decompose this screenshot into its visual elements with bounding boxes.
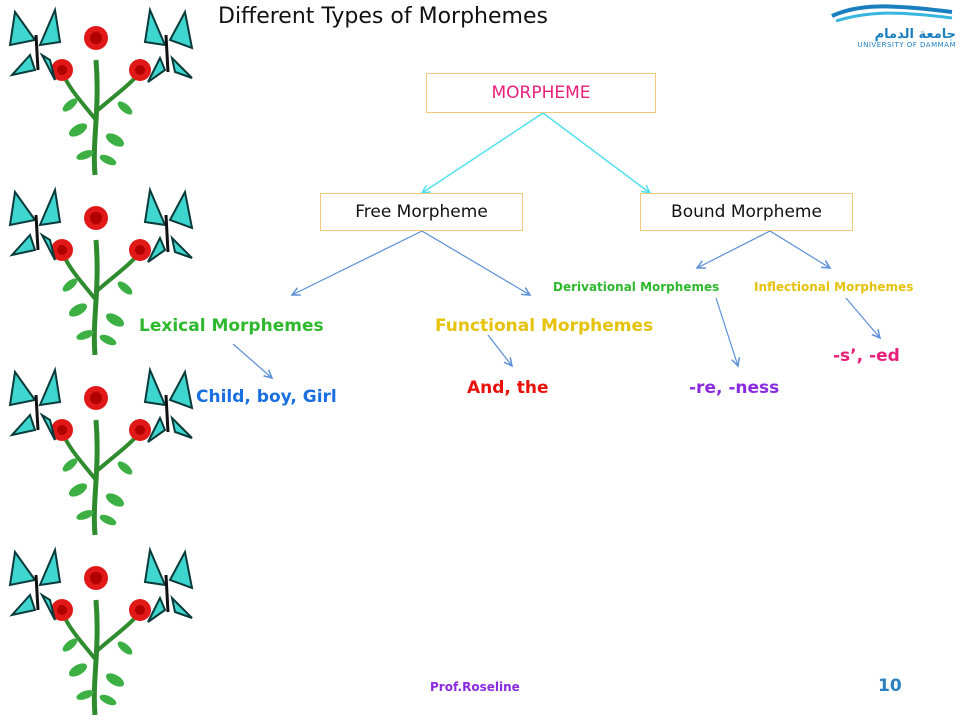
- node-bound-morpheme-label: Bound Morpheme: [671, 202, 822, 222]
- slide-title: Different Types of Morphemes: [218, 4, 548, 29]
- example-derivational: -re, -ness: [689, 378, 780, 398]
- example-lexical: Child, boy, Girl: [196, 387, 337, 407]
- arrow-free-to-lexical: [292, 230, 423, 295]
- arrow-derivational-to-example: [715, 297, 738, 366]
- node-free-morpheme-label: Free Morpheme: [355, 202, 488, 222]
- butterfly-rose-icon: [8, 6, 194, 176]
- author-footer: Prof.Roseline: [430, 680, 520, 694]
- arrow-root-to-free: [422, 112, 544, 193]
- node-functional: Functional Morphemes: [435, 316, 654, 336]
- wave-logo-icon: [831, 4, 953, 23]
- node-lexical: Lexical Morphemes: [139, 316, 324, 336]
- node-bound-morpheme: Bound Morpheme: [640, 193, 853, 231]
- node-morpheme: MORPHEME: [426, 73, 656, 113]
- logo-arabic: جامعة الدمام: [874, 27, 956, 42]
- example-inflectional: -s’, -ed: [833, 346, 900, 366]
- node-derivational: Derivational Morphemes: [553, 280, 720, 294]
- logo-latin: UNIVERSITY OF DAMMAM: [857, 41, 956, 49]
- example-functional: And, the: [467, 378, 549, 398]
- university-logo: جامعة الدمام UNIVERSITY OF DAMMAM: [828, 2, 956, 49]
- node-free-morpheme: Free Morpheme: [320, 193, 523, 231]
- arrow-lexical-to-example: [232, 343, 272, 378]
- arrow-functional-to-example: [487, 334, 512, 366]
- arrow-free-to-functional: [421, 230, 530, 295]
- arrow-bound-to-derivational: [697, 230, 771, 268]
- arrow-root-to-bound: [542, 112, 650, 193]
- arrow-inflectional-to-example: [845, 297, 880, 338]
- node-inflectional: Inflectional Morphemes: [754, 280, 914, 294]
- arrow-bound-to-inflectional: [769, 230, 830, 268]
- node-morpheme-label: MORPHEME: [491, 83, 591, 103]
- page-number: 10: [878, 676, 902, 696]
